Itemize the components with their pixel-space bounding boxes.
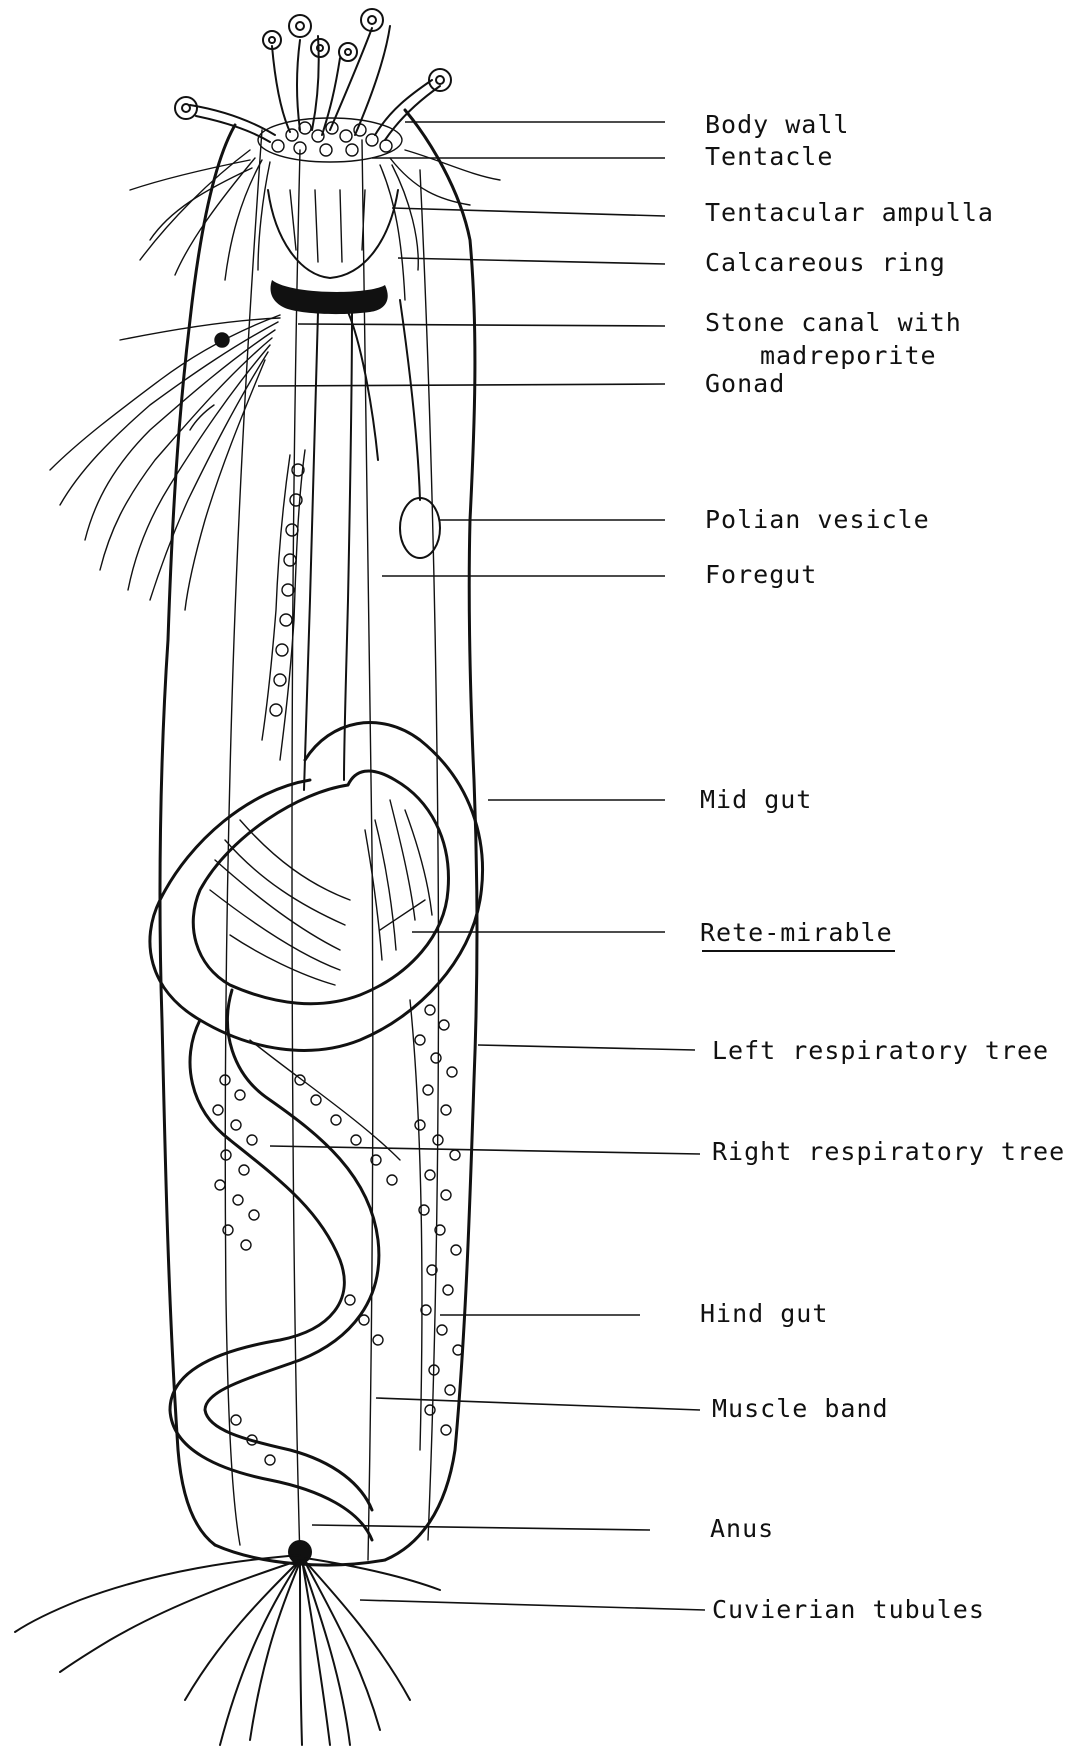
label-right-respiratory-tree: Right respiratory tree xyxy=(712,1137,1065,1166)
label-mid-gut: Mid gut xyxy=(700,785,812,814)
label-foregut: Foregut xyxy=(705,560,817,589)
tentacle-tips xyxy=(175,9,451,119)
label-left-respiratory-tree: Left respiratory tree xyxy=(712,1036,1049,1065)
labels: Body wall Tentacle Tentacular ampulla Ca… xyxy=(700,110,1065,1624)
label-calcareous-ring: Calcareous ring xyxy=(705,248,946,277)
label-tentacular-ampulla: Tentacular ampulla xyxy=(705,198,994,227)
label-polian-vesicle: Polian vesicle xyxy=(705,505,930,534)
label-rete-mirable: Rete-mirable xyxy=(700,918,893,947)
rete-chain xyxy=(262,450,305,760)
mid-gut xyxy=(150,723,483,1051)
oral-disc xyxy=(258,118,402,162)
gonad xyxy=(50,315,280,610)
label-hind-gut: Hind gut xyxy=(700,1299,828,1328)
rete-mirabile xyxy=(210,800,432,985)
label-gonad: Gonad xyxy=(705,369,785,398)
label-stone-canal-madreporite: madreporite xyxy=(760,341,937,370)
calcareous-ring xyxy=(268,190,398,314)
tentacles xyxy=(190,26,440,142)
cuvierian-tubules xyxy=(15,1555,440,1745)
foregut xyxy=(304,312,352,790)
label-tentacle: Tentacle xyxy=(705,142,833,171)
label-stone-canal: Stone canal with xyxy=(705,308,962,337)
label-cuvierian-tubules: Cuvierian tubules xyxy=(712,1595,985,1624)
label-anus: Anus xyxy=(710,1514,774,1543)
polian-vesicle xyxy=(400,300,440,558)
label-muscle-band: Muscle band xyxy=(712,1394,889,1423)
label-body-wall: Body wall xyxy=(705,110,849,139)
